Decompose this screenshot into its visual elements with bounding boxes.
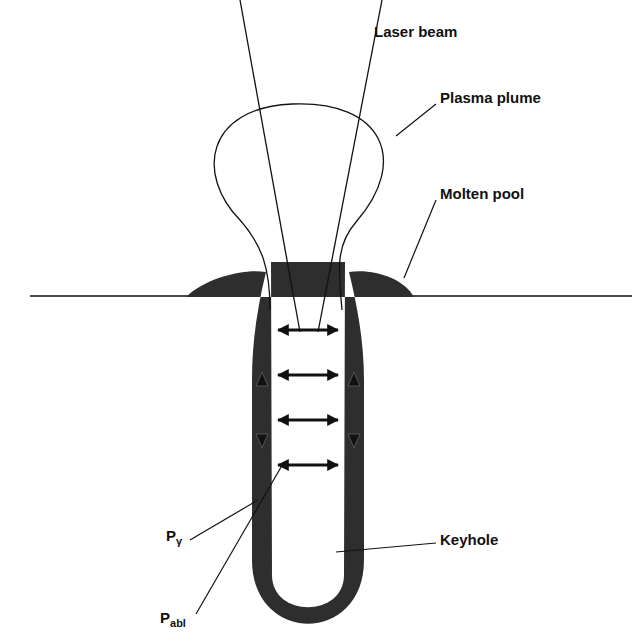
part-label: Molten pool	[440, 186, 524, 203]
surface-line	[30, 295, 188, 297]
ablation-pressure-arrows	[278, 330, 338, 465]
laser-beam-line	[318, 0, 382, 332]
molten-pool	[186, 262, 414, 624]
part-label: Plasma plume	[440, 90, 541, 107]
surface-line	[412, 295, 632, 297]
symbol-label: Pγ	[166, 528, 182, 547]
part-label: Keyhole	[440, 532, 498, 549]
surface-tension-arrows	[256, 372, 360, 448]
part-label: Laser beam	[374, 24, 457, 41]
leader-lines	[190, 104, 436, 614]
plasma-plume	[214, 104, 383, 310]
symbol-label: Pabl	[160, 610, 186, 629]
laser-beam-line	[240, 0, 300, 332]
